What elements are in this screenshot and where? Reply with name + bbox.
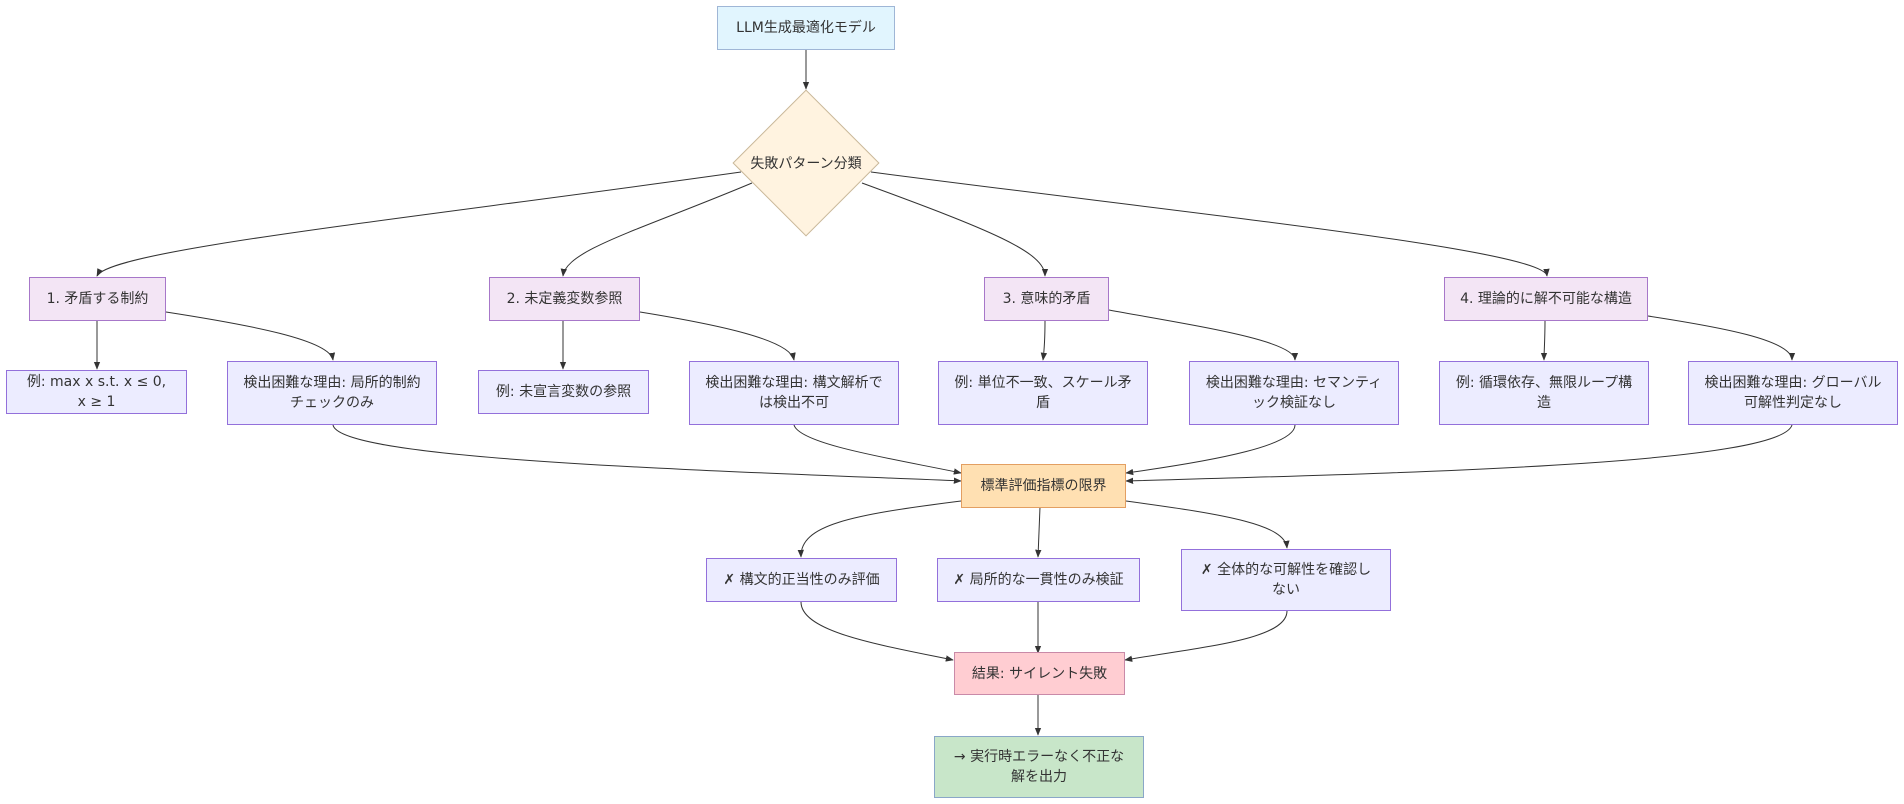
- edge-why2-limit: [793, 424, 962, 475]
- decision-label: 失敗パターン分類: [750, 156, 862, 172]
- node-example-1: 例: max x s.t. x ≤ 0, x ≥ 1: [6, 370, 187, 414]
- node-invalid-output: → 実行時エラーなく不正な解を出力: [934, 736, 1144, 798]
- edge-limit-lim2: [1035, 506, 1042, 558]
- edge-limit-lim1: [797, 500, 962, 558]
- edge-cat3-ex3: [1040, 320, 1048, 361]
- node-reason-3: 検出困難な理由: セマンティック検証なし: [1189, 361, 1399, 425]
- node-category-3: 3. 意味的矛盾: [984, 277, 1109, 321]
- edge-cat4-why4: [1647, 315, 1796, 361]
- node-example-4: 例: 循環依存、無限ループ構造: [1439, 361, 1649, 425]
- node-reason-4: 検出困難な理由: グローバル可解性判定なし: [1688, 361, 1898, 425]
- edge-decision-cat1: [96, 171, 742, 277]
- node-reason-1: 検出困難な理由: 局所的制約チェックのみ: [227, 361, 437, 425]
- node-category-1: 1. 矛盾する制約: [29, 277, 166, 321]
- node-example-2: 例: 未宣言変数の参照: [478, 370, 649, 414]
- edge-cat4-ex4: [1540, 320, 1548, 361]
- edge-decision-cat2: [560, 182, 753, 277]
- node-standard-metric-limits: 標準評価指標の限界: [961, 464, 1126, 508]
- edge-lim3-result: [1124, 610, 1288, 662]
- node-limit-global-solvability: ✗ 全体的な可解性を確認しない: [1181, 549, 1391, 611]
- edge-why1-limit: [332, 424, 962, 484]
- edge-lim1-result: [800, 601, 954, 662]
- node-failure-pattern-decision: 失敗パターン分類: [732, 89, 880, 237]
- node-example-3: 例: 単位不一致、スケール矛盾: [938, 361, 1148, 425]
- node-reason-2: 検出困難な理由: 構文解析では検出不可: [689, 361, 899, 425]
- node-limit-syntax: ✗ 構文的正当性のみ評価: [706, 558, 897, 602]
- node-category-2: 2. 未定義変数参照: [489, 277, 640, 321]
- edge-why4-limit: [1125, 424, 1793, 484]
- edge-cat1-why1: [165, 311, 336, 361]
- edge-decision-cat4: [870, 171, 1550, 277]
- edge-cat3-why3: [1108, 309, 1299, 361]
- node-limit-local-consistency: ✗ 局所的な一貫性のみ検証: [937, 558, 1140, 602]
- node-category-4: 4. 理論的に解不可能な構造: [1444, 277, 1648, 321]
- edge-decision-cat3: [861, 182, 1049, 277]
- edge-cat2-why2: [639, 311, 796, 361]
- edge-limit-lim3: [1125, 500, 1290, 549]
- edge-why3-limit: [1125, 424, 1296, 476]
- node-llm-model: LLM生成最適化モデル: [717, 6, 895, 50]
- node-silent-failure: 結果: サイレント失敗: [954, 652, 1125, 695]
